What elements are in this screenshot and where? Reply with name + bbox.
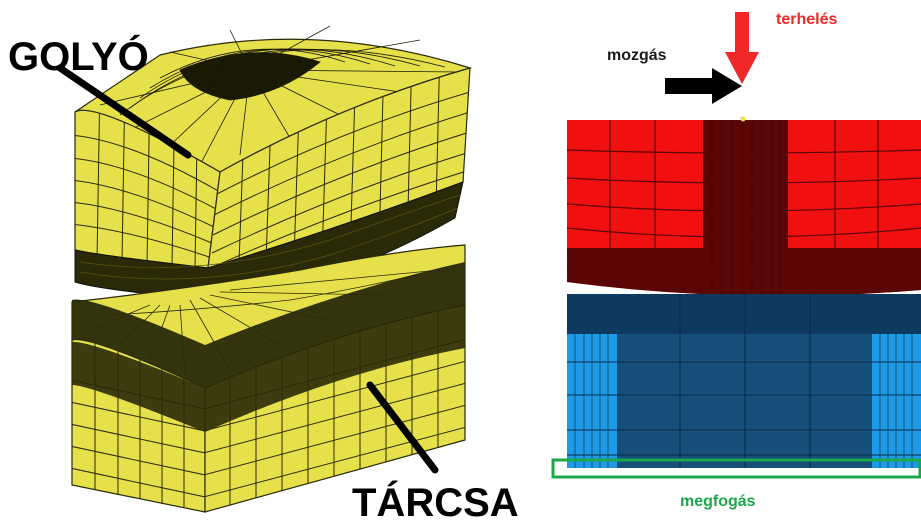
ball-mesh xyxy=(74,25,473,301)
ball-leader-line xyxy=(56,64,192,159)
ball-top-fine-mesh xyxy=(99,25,461,166)
contact-point-marker xyxy=(740,116,746,122)
disc-contact-band xyxy=(72,262,465,388)
disc-mesh xyxy=(71,244,466,513)
motion-arrow xyxy=(665,68,742,104)
disc-cross-section xyxy=(567,294,921,468)
clamp-boundary-box xyxy=(551,458,921,479)
clamp-label: megfogás xyxy=(680,493,756,510)
load-arrow xyxy=(725,12,759,84)
load-label: terhelés xyxy=(776,11,837,28)
disc-label: TÁRCSA xyxy=(352,480,519,525)
motion-label: mozgás xyxy=(607,47,667,64)
disc-upper-dark-band xyxy=(72,305,465,432)
ball-cross-section xyxy=(567,120,921,296)
ball-label: GOLYÓ xyxy=(8,33,149,79)
disc-leader-line xyxy=(366,381,439,474)
